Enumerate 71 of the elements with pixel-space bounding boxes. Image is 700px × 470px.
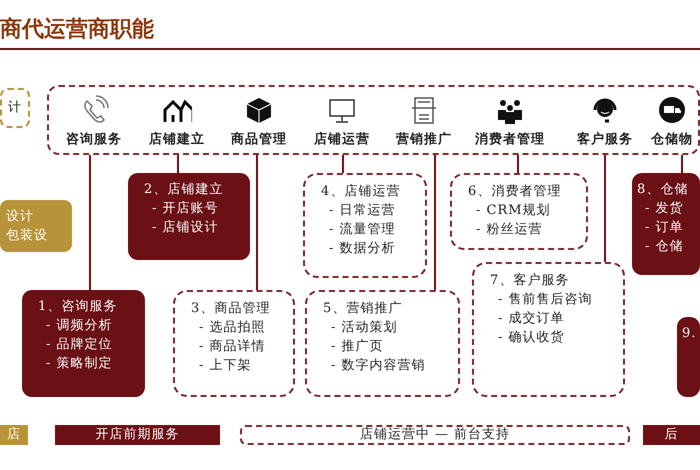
service-box xyxy=(173,290,295,397)
box-heading: 设计 xyxy=(6,208,35,226)
list-item: - 流量管理 xyxy=(328,220,397,239)
title: 商代运营商职能 xyxy=(0,15,154,44)
service-label: 商品管理 xyxy=(231,131,287,149)
connector-line xyxy=(89,155,91,290)
service-label: 客户服务 xyxy=(577,131,633,149)
box-heading: 1、咨询服务 xyxy=(38,298,118,316)
service-box xyxy=(632,173,700,275)
service-label: 店铺建立 xyxy=(149,131,205,149)
connector-line xyxy=(434,155,436,290)
list-item: - 活动策划 xyxy=(330,318,399,337)
service-label: 仓储物 xyxy=(651,131,693,149)
connector-line xyxy=(256,155,258,290)
phase-bar xyxy=(55,425,220,445)
phase-label: 开店前期服务 xyxy=(94,427,180,443)
list-item: - CRM规划 xyxy=(475,202,552,220)
box-heading: 8、仓储 xyxy=(637,181,690,199)
list-item: - 选品拍照 xyxy=(198,318,267,337)
service-box xyxy=(450,173,588,250)
service-box xyxy=(305,290,460,397)
list-item: - 仓储 xyxy=(644,238,685,256)
list-item: - 订单 xyxy=(644,218,685,237)
service-label: 咨询服务 xyxy=(66,131,122,149)
list-item: - 日常运营 xyxy=(328,202,397,220)
list-item: - 推广页 xyxy=(330,338,385,356)
box-heading: 3、商品管理 xyxy=(191,300,272,318)
box-heading: 4、店铺运营 xyxy=(321,183,402,201)
box-heading: 6、消费者管理 xyxy=(468,183,562,201)
service-box xyxy=(303,173,427,278)
dashed-panel xyxy=(47,85,700,155)
phase-bar xyxy=(240,425,630,445)
service-label: 消费者管理 xyxy=(475,131,545,149)
box-heading: 7、客户服务 xyxy=(490,272,570,290)
connector-line xyxy=(604,155,606,262)
box-heading: 5、营销推广 xyxy=(323,300,404,318)
dashed-box xyxy=(0,88,30,128)
connector-line xyxy=(517,155,519,173)
service-box xyxy=(677,317,700,397)
list-item: - 品牌定位 xyxy=(45,336,114,354)
list-item: - 数据分析 xyxy=(328,240,397,258)
box-heading: 2、店铺建立 xyxy=(144,181,224,199)
list-item: - 成交订单 xyxy=(497,310,566,328)
box-heading: 9. xyxy=(682,325,694,343)
list-item: - 商品详情 xyxy=(198,338,267,356)
list-item: 包装设 xyxy=(6,226,49,245)
phase-label: 店 xyxy=(6,427,22,443)
list-item: - 数字内容营销 xyxy=(330,356,427,375)
connector-line xyxy=(177,155,179,173)
list-item: - 确认收货 xyxy=(497,328,566,347)
list-item: - 售前售后咨询 xyxy=(497,290,594,309)
service-box xyxy=(128,173,250,260)
phase-label: 后 xyxy=(664,427,680,443)
list-item: - 开店账号 xyxy=(151,200,220,218)
list-item: - 上下架 xyxy=(198,356,253,375)
list-item: - 店铺设计 xyxy=(151,218,220,237)
list-item: - 调频分析 xyxy=(45,316,114,335)
phase-label: 店铺运营中 — 前台支持 xyxy=(358,427,512,443)
service-label: 营销推广 xyxy=(396,131,452,149)
list-item: - 粉丝运营 xyxy=(475,220,544,239)
service-box xyxy=(22,290,145,397)
phase-bar xyxy=(643,425,700,445)
connector-line xyxy=(342,155,344,173)
phase-bar xyxy=(0,425,28,445)
service-box xyxy=(0,200,72,252)
service-label: 店铺运营 xyxy=(314,131,370,149)
list-item: - 发货 xyxy=(644,200,685,218)
service-box xyxy=(472,262,625,397)
box-heading: 计 xyxy=(8,98,22,117)
list-item: - 策略制定 xyxy=(45,354,114,373)
connector-line xyxy=(681,155,683,173)
